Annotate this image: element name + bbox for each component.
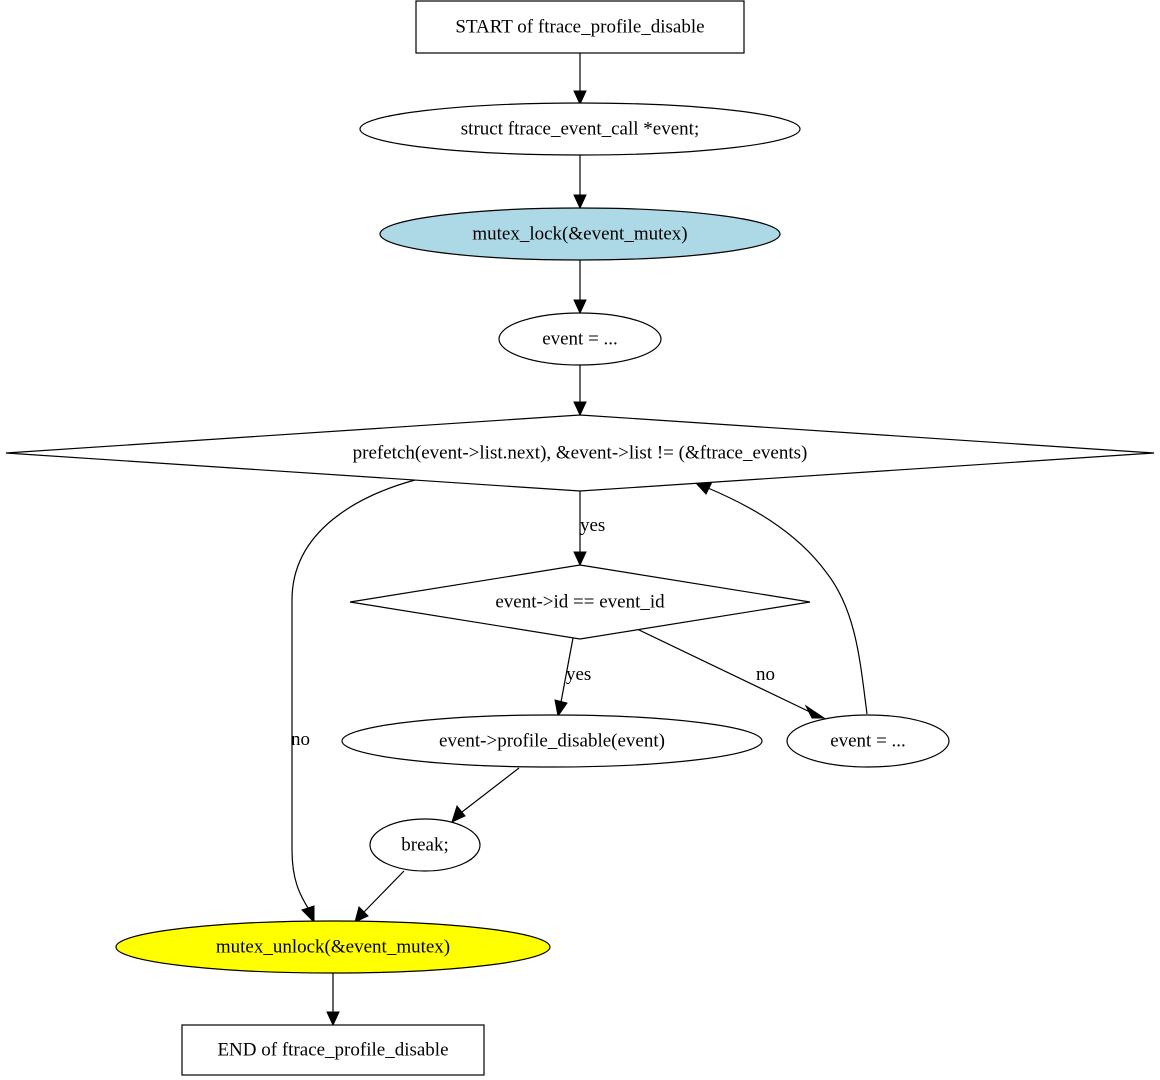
- lock-ellipse: [379, 207, 781, 261]
- node-start-label: START of ftrace_profile_disable: [455, 17, 704, 38]
- node-init-label: event = ...: [542, 329, 618, 350]
- edges: yes no yes no: [291, 53, 868, 1027]
- edge-loop-cond-to-unlock: no: [291, 479, 416, 924]
- edge-disable-to-break: [451, 767, 520, 823]
- node-next-label: event = ...: [830, 731, 906, 752]
- node-end: END of ftrace_profile_disable: [181, 1024, 485, 1076]
- edge-loop-cond-to-id-check: yes: [573, 491, 605, 567]
- edge-decl-to-lock: [573, 155, 587, 210]
- node-disable-label: event->profile_disable(event): [439, 731, 665, 752]
- node-decl: struct ftrace_event_call *event;: [359, 102, 801, 156]
- node-decl-label: struct ftrace_event_call *event;: [461, 119, 699, 140]
- node-start: START of ftrace_profile_disable: [415, 0, 745, 54]
- edge-label-id-no: no: [756, 664, 775, 685]
- edge-lock-to-init: [573, 260, 587, 315]
- node-break-label: break;: [401, 835, 448, 856]
- edge-label-loop-yes: yes: [580, 515, 605, 536]
- edge-start-to-decl: [573, 53, 587, 106]
- node-lock-label: mutex_lock(&event_mutex): [472, 224, 687, 245]
- edge-id-check-to-next: no: [636, 628, 826, 719]
- edge-break-to-unlock: [354, 870, 405, 923]
- node-unlock: mutex_unlock(&event_mutex): [115, 920, 551, 974]
- unlock-ellipse: [115, 920, 551, 974]
- node-next: event = ...: [786, 714, 950, 768]
- edge-init-to-loop-cond: [573, 365, 587, 417]
- node-id-check-label: event->id == event_id: [495, 592, 665, 613]
- node-init: event = ...: [498, 312, 662, 366]
- node-loop-cond-label: prefetch(event->list.next), &event->list…: [353, 443, 808, 464]
- node-end-label: END of ftrace_profile_disable: [217, 1040, 448, 1061]
- node-id-check: event->id == event_id: [349, 564, 811, 640]
- edge-unlock-to-end: [326, 973, 340, 1027]
- node-break: break;: [369, 818, 481, 872]
- node-lock: mutex_lock(&event_mutex): [379, 207, 781, 261]
- node-unlock-label: mutex_unlock(&event_mutex): [216, 937, 450, 958]
- edge-label-loop-no: no: [291, 729, 310, 750]
- node-loop-cond: prefetch(event->list.next), &event->list…: [5, 414, 1155, 492]
- node-disable: event->profile_disable(event): [341, 714, 763, 768]
- nodes: START of ftrace_profile_disable struct f…: [5, 0, 1155, 1076]
- edge-label-id-yes: yes: [566, 664, 591, 685]
- edge-id-check-to-disable: yes: [554, 637, 591, 718]
